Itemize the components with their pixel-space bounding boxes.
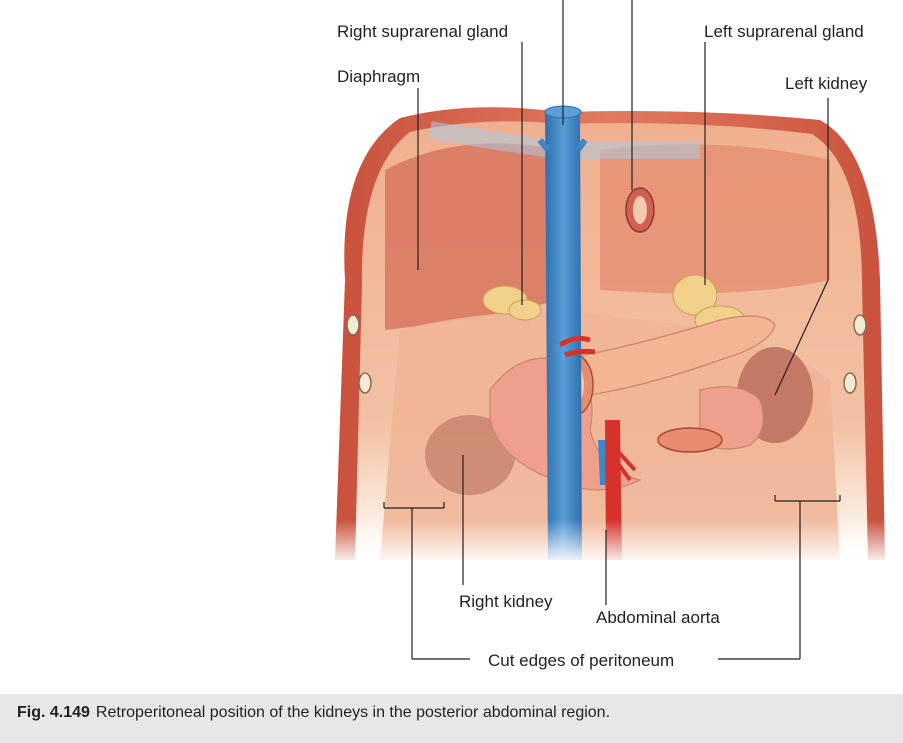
figure-number: Fig. 4.149	[17, 704, 90, 721]
label-right-kidney: Right kidney	[459, 592, 553, 611]
anatomy-illustration	[330, 0, 890, 660]
figure-caption: Fig. 4.149 Retroperitoneal position of th…	[17, 704, 610, 722]
label-left-kidney: Left kidney	[785, 74, 868, 93]
esophagus-lumen	[633, 196, 647, 224]
leader-lines	[383, 0, 841, 660]
caption-bar	[0, 694, 903, 743]
bottom-fade	[330, 520, 890, 565]
label-diaphragm: Diaphragm	[337, 67, 421, 86]
diaphragm-muscle	[385, 121, 830, 330]
label-abdominal-aorta: Abdominal aorta	[596, 608, 720, 627]
jejunum-cut	[657, 427, 723, 453]
label-left-suprarenal-gland: Left suprarenal gland	[704, 22, 864, 41]
right-suprarenal-gland	[482, 285, 542, 321]
caption-text: Retroperitoneal position of the kidneys …	[95, 704, 611, 721]
right-kidney	[425, 415, 515, 495]
label-cut-edges-of-peritoneum: Cut edges of peritoneum	[488, 651, 675, 670]
rib-cross-sections	[346, 314, 867, 394]
label-right-suprarenal-gland: Right suprarenal gland	[337, 22, 509, 41]
